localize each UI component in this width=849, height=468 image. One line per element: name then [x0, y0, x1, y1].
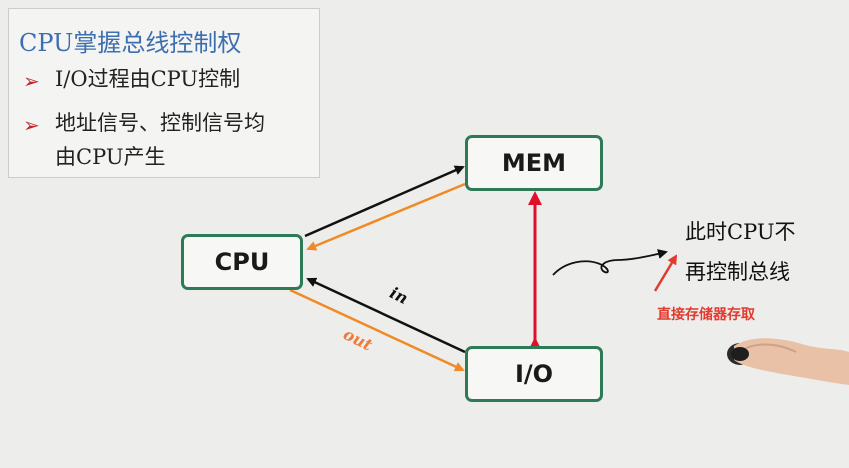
annotation-arrow	[653, 254, 678, 292]
side-note-line-2: 再控制总线	[685, 260, 790, 284]
side-note: 此时CPU不 再控制总线	[685, 212, 835, 292]
side-note-line-1: 此时CPU不	[685, 220, 796, 244]
hand-pen-image	[727, 338, 849, 385]
bullet-arrow-icon: ➢	[23, 69, 40, 93]
arrow-io-to-cpu-in	[306, 277, 466, 354]
arrow-mem-to-cpu	[306, 182, 466, 251]
bullet-text-1: I/O过程由CPU控制	[55, 67, 241, 91]
bullet-text-3: 由CPU产生	[55, 145, 166, 169]
bullet-text-2: 地址信号、控制信号均	[55, 111, 265, 135]
node-mem: MEM	[465, 135, 603, 191]
annotation-text: 直接存储器存取	[657, 307, 755, 323]
node-io: I/O	[465, 346, 603, 402]
bullet-arrow-icon: ➢	[23, 113, 40, 137]
squiggle-pointer	[552, 249, 668, 276]
node-cpu: CPU	[181, 234, 303, 290]
arrow-cpu-to-io-out	[289, 288, 465, 372]
note-panel: CPU掌握总线控制权 ➢ I/O过程由CPU控制 ➢ 地址信号、控制信号均 由C…	[8, 8, 320, 178]
note-title: CPU掌握总线控制权	[19, 29, 242, 57]
arrow-cpu-to-mem	[304, 165, 465, 238]
